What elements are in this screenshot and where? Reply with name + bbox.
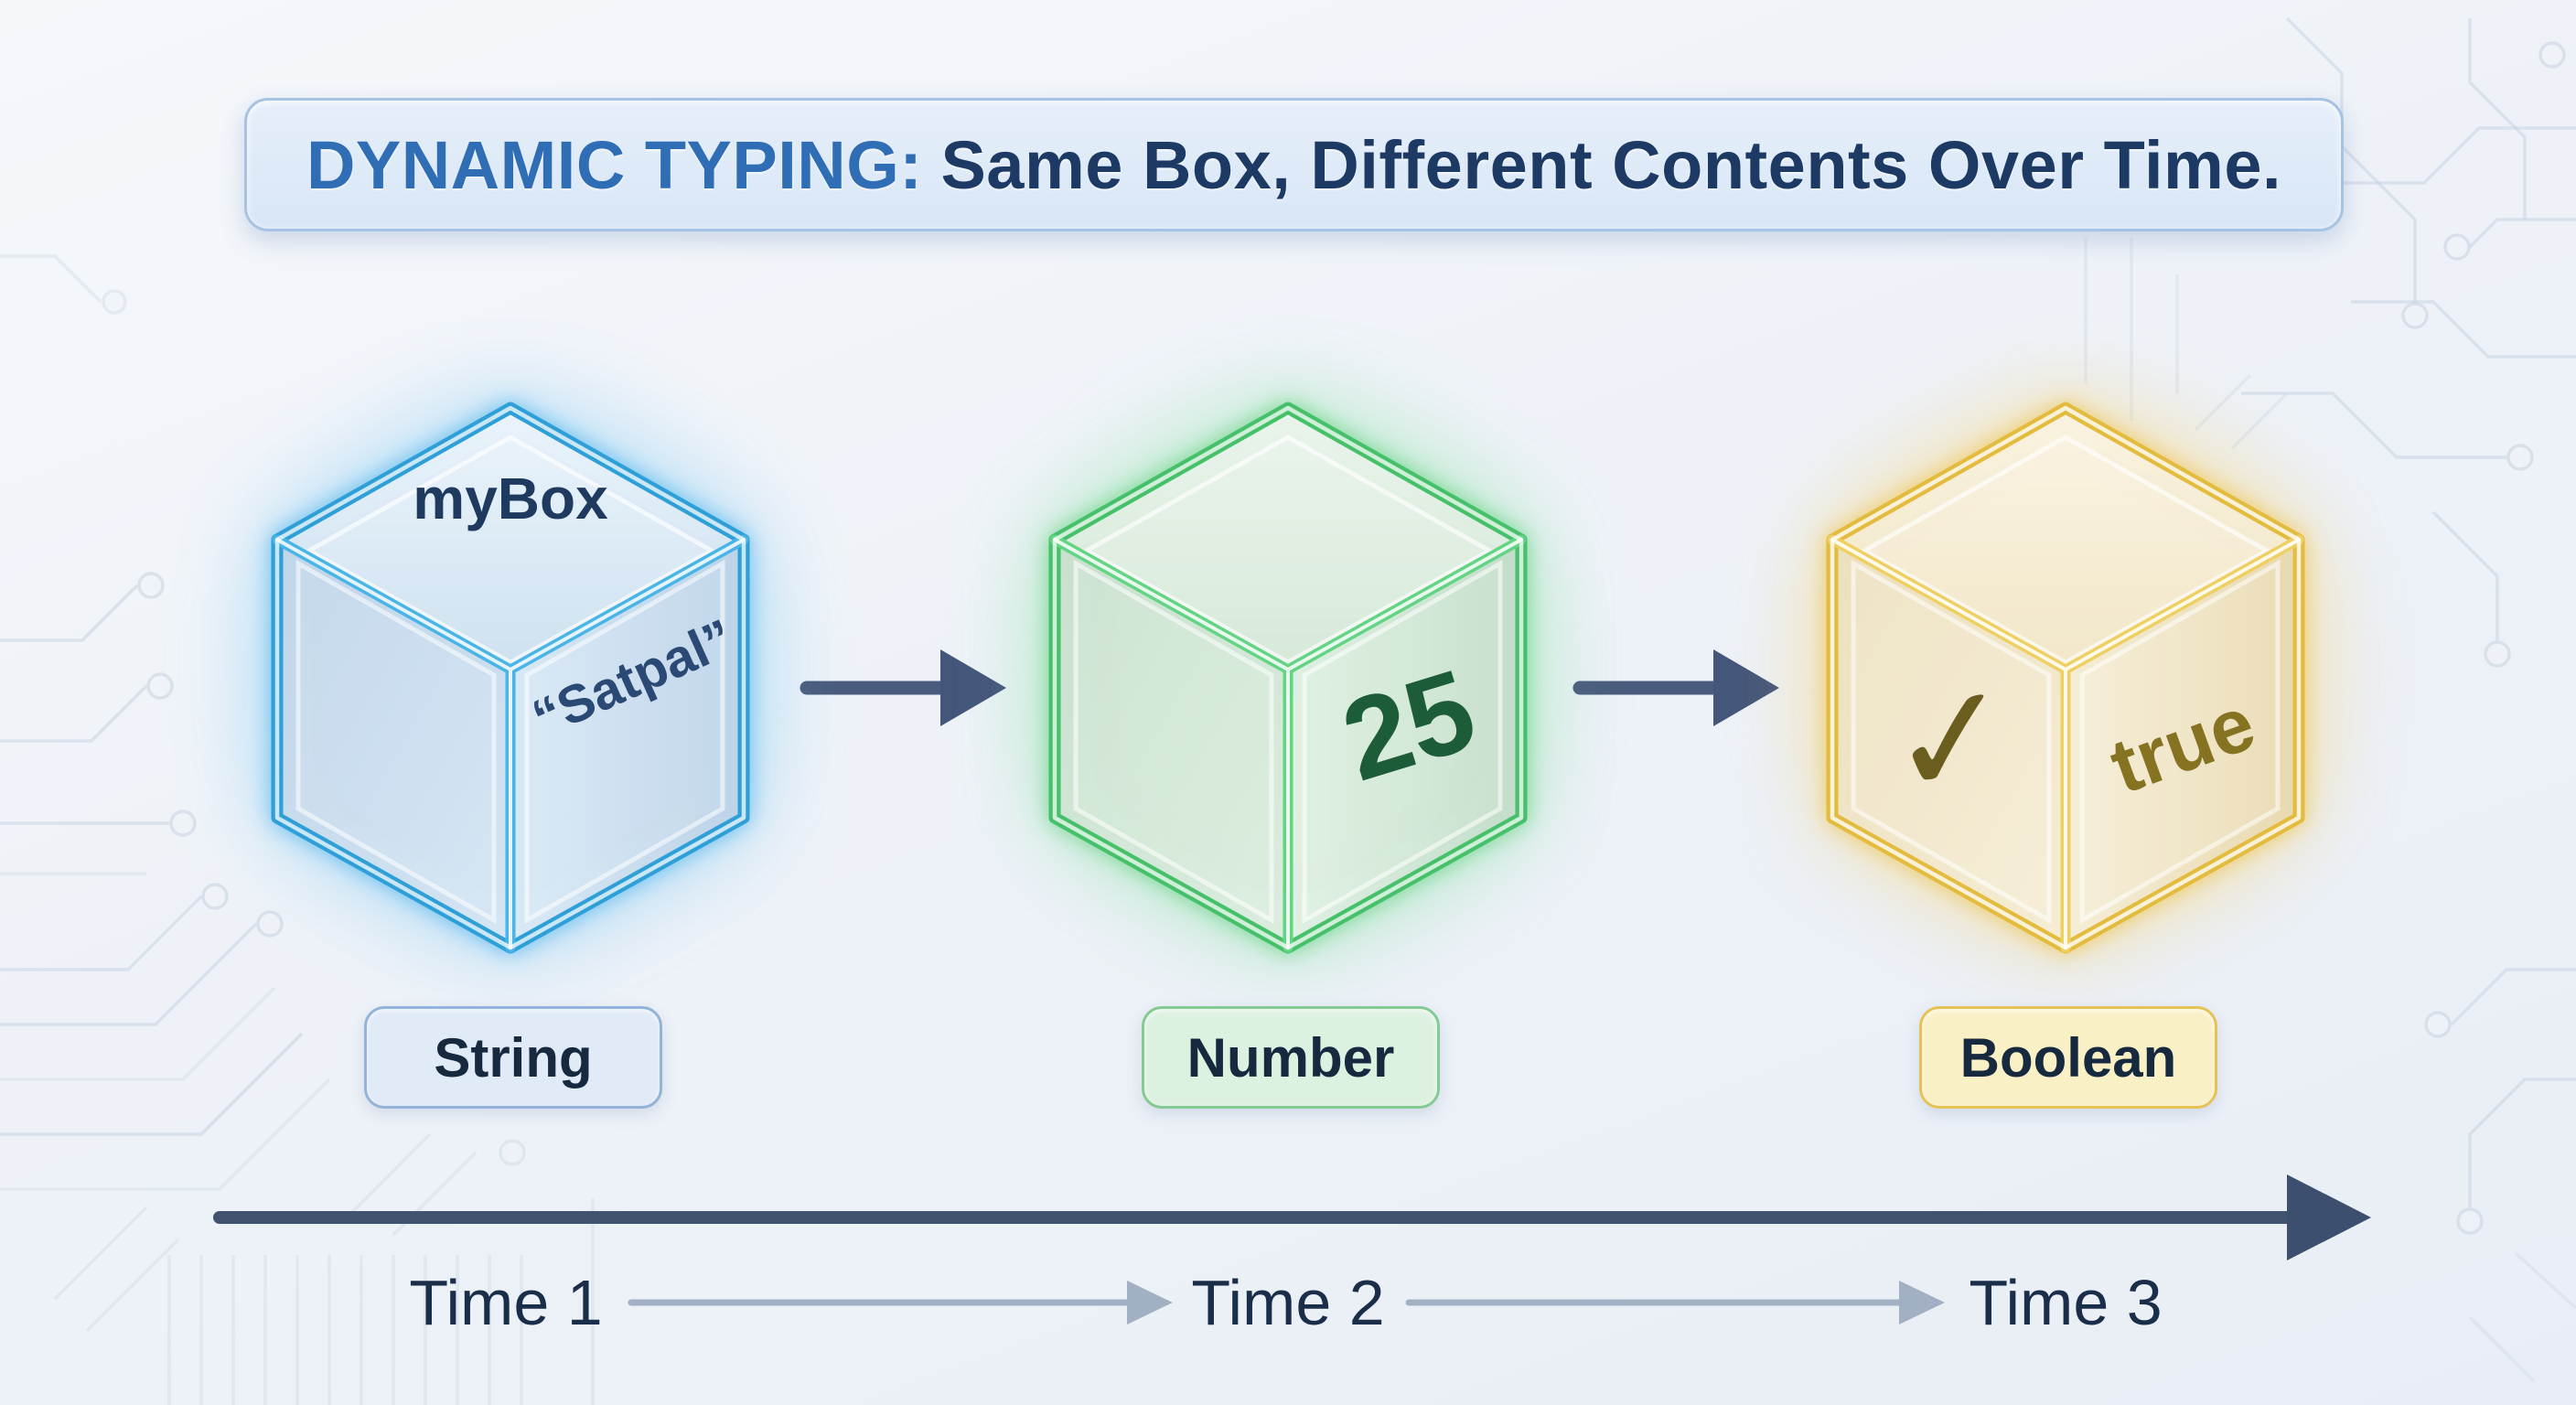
title-highlight: DYNAMIC TYPING:	[306, 126, 923, 203]
type-label-number: Number	[1142, 1006, 1440, 1109]
cube-string: myBox “Satpal”	[254, 384, 767, 970]
timeline-label-1: Time 1	[409, 1267, 603, 1338]
glass-cube-blue	[271, 402, 750, 954]
type-label-boolean: Boolean	[1919, 1006, 2217, 1109]
checkmark-icon: ✓	[1880, 651, 2022, 830]
title-banner: DYNAMIC TYPING: Same Box, Different Cont…	[244, 98, 2344, 231]
timeline-sub-arrow-1	[628, 1281, 1173, 1325]
glass-cube-green	[1048, 402, 1528, 954]
timeline-axis-arrow	[213, 1174, 2371, 1260]
timeline-sub-arrow-2	[1405, 1281, 1945, 1325]
arrow-number-to-boolean	[1572, 649, 1779, 726]
arrow-string-to-number	[800, 649, 1006, 726]
title-text: Same Box, Different Contents Over Time.	[940, 126, 2282, 203]
timeline-label-2: Time 2	[1191, 1267, 1385, 1338]
variable-name-label: myBox	[413, 466, 608, 531]
type-label-string: String	[364, 1006, 662, 1109]
cube-number: 25	[1032, 384, 1544, 970]
timeline-label-3: Time 3	[1969, 1267, 2163, 1338]
cube-boolean: ✓ true	[1809, 384, 2322, 970]
glass-cube-gold	[1826, 402, 2305, 954]
